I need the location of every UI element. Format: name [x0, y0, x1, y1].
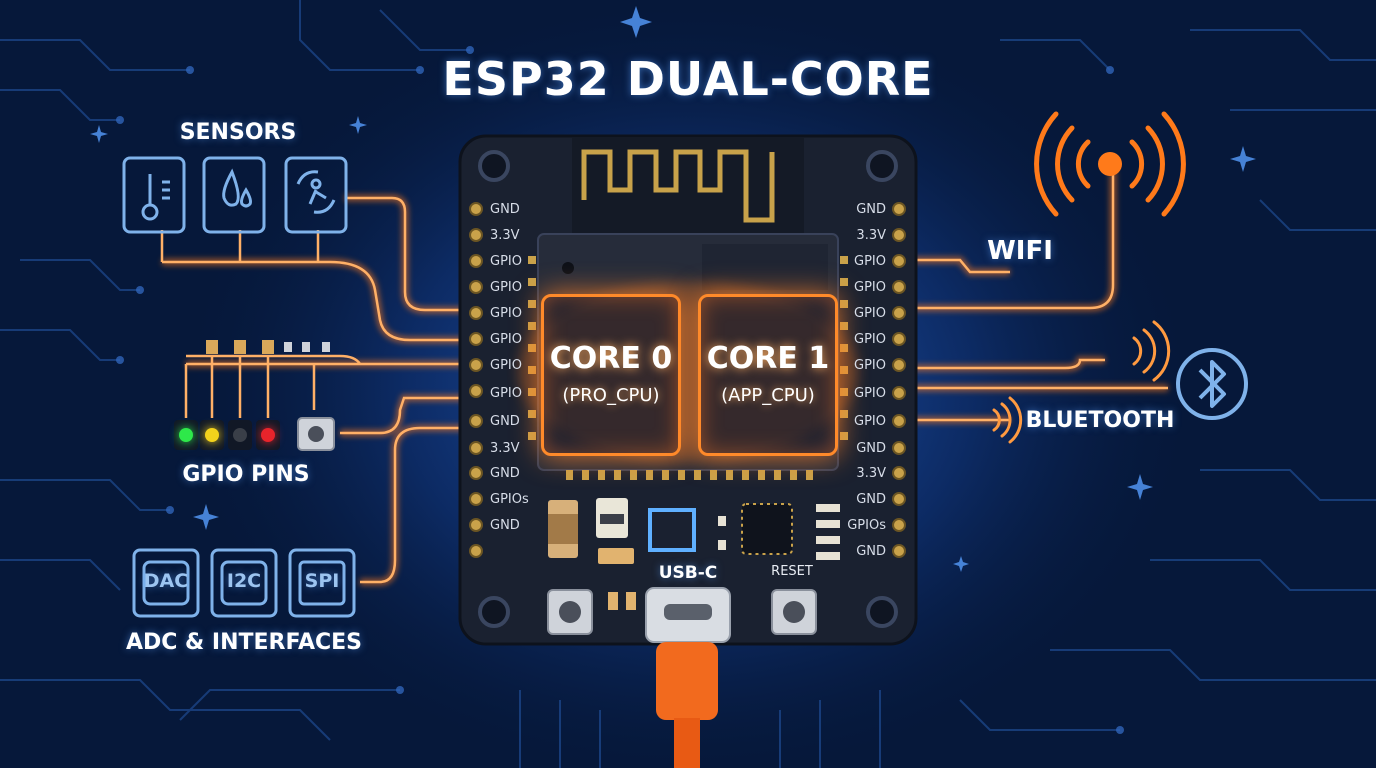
left-pin-label: GPIO [490, 386, 522, 401]
adc-interfaces-label: ADC & INTERFACES [125, 630, 363, 655]
right-pin-label: GND [856, 544, 886, 559]
dac-chip-icon [132, 548, 200, 618]
led-off [233, 428, 247, 442]
bluetooth-label: BLUETOOTH [1025, 408, 1175, 433]
left-pin-label: GND [490, 414, 520, 429]
left-pin-label: GPIO [490, 358, 522, 373]
left-pin-label: GPIOs [490, 492, 529, 507]
left-pin-label: GPIO [490, 306, 522, 321]
bluetooth-icon [1176, 348, 1248, 420]
interface-label-i2c: I2C [226, 570, 262, 592]
motion-icon [284, 156, 348, 234]
left-pin-label: GND [490, 466, 520, 481]
right-pin-label: 3.3V [856, 466, 886, 481]
right-pin-label: GPIO [854, 332, 886, 347]
right-pin-label: GPIOs [847, 518, 886, 533]
led-green [179, 428, 193, 442]
sensors-label: SENSORS [179, 120, 297, 145]
interface-label-spi: SPI [304, 570, 340, 592]
right-pin-label: GPIO [854, 358, 886, 373]
right-pin-label: GPIO [854, 254, 886, 269]
humidity-icon [202, 156, 266, 234]
right-pin-label: GND [856, 441, 886, 456]
wifi-label: WIFI [987, 236, 1053, 266]
left-pin-label: 3.3V [490, 441, 520, 456]
led-yellow [205, 428, 219, 442]
gpio-pins-label: GPIO PINS [182, 462, 310, 487]
core-1-sub: (APP_CPU) [721, 385, 815, 406]
reset-label: RESET [771, 564, 813, 579]
right-pin-label: GPIO [854, 280, 886, 295]
gpio-components [206, 340, 330, 354]
wifi-icon [1034, 111, 1186, 217]
right-pin-label: GPIO [854, 386, 886, 401]
core-1: CORE 1 (APP_CPU) [698, 294, 838, 456]
left-pin-label: 3.3V [490, 228, 520, 243]
i2c-chip-icon [210, 548, 278, 618]
left-pin-label: GND [490, 202, 520, 217]
left-pin-label: GND [490, 518, 520, 533]
interface-label-dac: DAC [143, 570, 189, 592]
core-0-name: CORE 0 [549, 341, 673, 376]
usb-c-label: USB-C [658, 563, 718, 583]
right-pin-label: GND [856, 492, 886, 507]
left-pin-label: GPIO [490, 332, 522, 347]
led-row [174, 417, 335, 451]
left-pin-label: GPIO [490, 254, 522, 269]
diagram-title: ESP32 DUAL-CORE [442, 52, 934, 106]
right-pin-label: GND [856, 202, 886, 217]
right-pin-label: GPIO [854, 306, 886, 321]
core-1-name: CORE 1 [706, 341, 830, 376]
right-pin-label: GPIO [854, 414, 886, 429]
core-0: CORE 0 (PRO_CPU) [541, 294, 681, 456]
left-pin-label: GPIO [490, 280, 522, 295]
right-pin-label: 3.3V [856, 228, 886, 243]
thermometer-icon [122, 156, 186, 234]
led-red [261, 428, 275, 442]
core-0-sub: (PRO_CPU) [562, 385, 660, 406]
spi-chip-icon [288, 548, 356, 618]
